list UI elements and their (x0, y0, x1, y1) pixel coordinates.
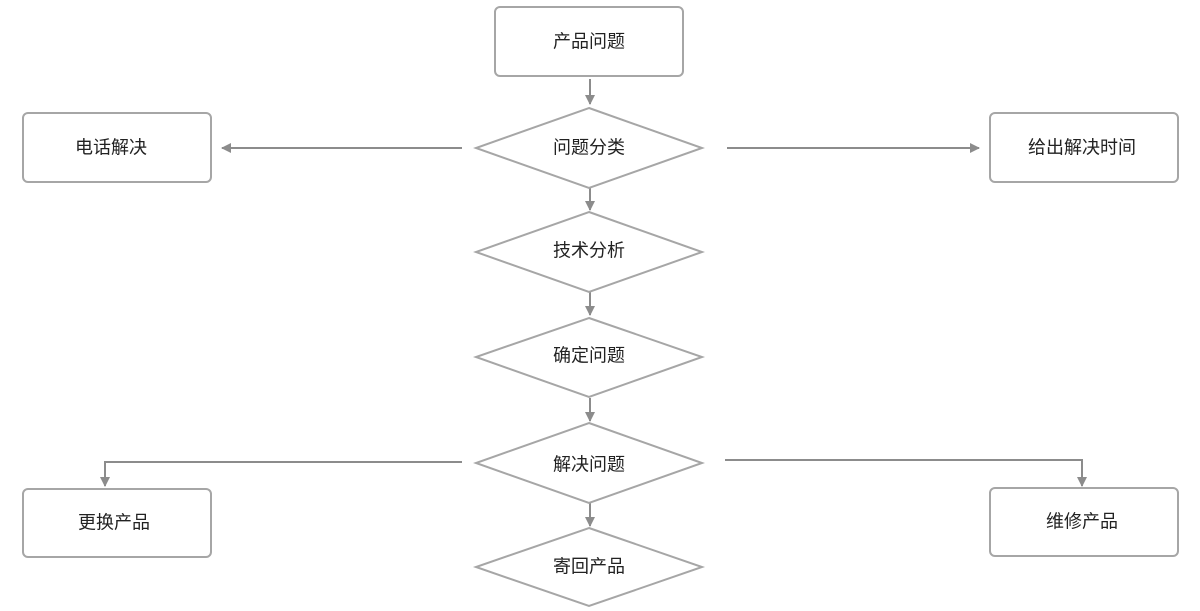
edges (100, 79, 1087, 527)
node-phone-resolution-box (22, 112, 212, 183)
node-product-issue-box (494, 6, 684, 77)
node-replace-product-label: 更换产品 (78, 513, 150, 534)
node-replace-product-box (22, 488, 212, 558)
node-resolve-issue-label: 解决问题 (553, 455, 625, 476)
node-return-product: 寄回产品 (472, 526, 706, 608)
node-technical-analysis: 技术分析 (473, 210, 705, 294)
node-resolution-time-label: 给出解决时间 (1028, 138, 1136, 159)
edge-resolve-to-repair (725, 459, 1087, 487)
node-resolution-time-box (989, 112, 1179, 183)
node-repair-product: 维修产品 (989, 487, 1179, 557)
node-return-product-label: 寄回产品 (553, 557, 625, 578)
node-replace-product: 更换产品 (22, 488, 212, 558)
node-phone-resolution-label: 电话解决 (75, 138, 147, 159)
node-product-issue: 产品问题 (494, 6, 684, 77)
node-technical-analysis-label: 技术分析 (553, 241, 625, 262)
node-issue-classification-label: 问题分类 (553, 138, 625, 159)
node-resolve-issue: 解决问题 (473, 421, 705, 505)
node-technical-analysis-shape (473, 210, 705, 294)
edge-resolve-to-replace (100, 461, 462, 487)
node-repair-product-label: 维修产品 (1046, 512, 1118, 533)
node-confirm-issue-shape (472, 316, 706, 399)
node-resolve-issue-shape (473, 421, 705, 505)
node-issue-classification-shape (473, 106, 705, 190)
node-confirm-issue-label: 确定问题 (553, 346, 625, 367)
node-issue-classification: 问题分类 (473, 106, 705, 190)
node-phone-resolution: 电话解决 (22, 112, 212, 183)
node-confirm-issue: 确定问题 (472, 316, 706, 399)
node-repair-product-box (989, 487, 1179, 557)
node-resolution-time: 给出解决时间 (989, 112, 1179, 183)
node-return-product-shape (472, 526, 706, 608)
node-product-issue-label: 产品问题 (553, 32, 625, 53)
